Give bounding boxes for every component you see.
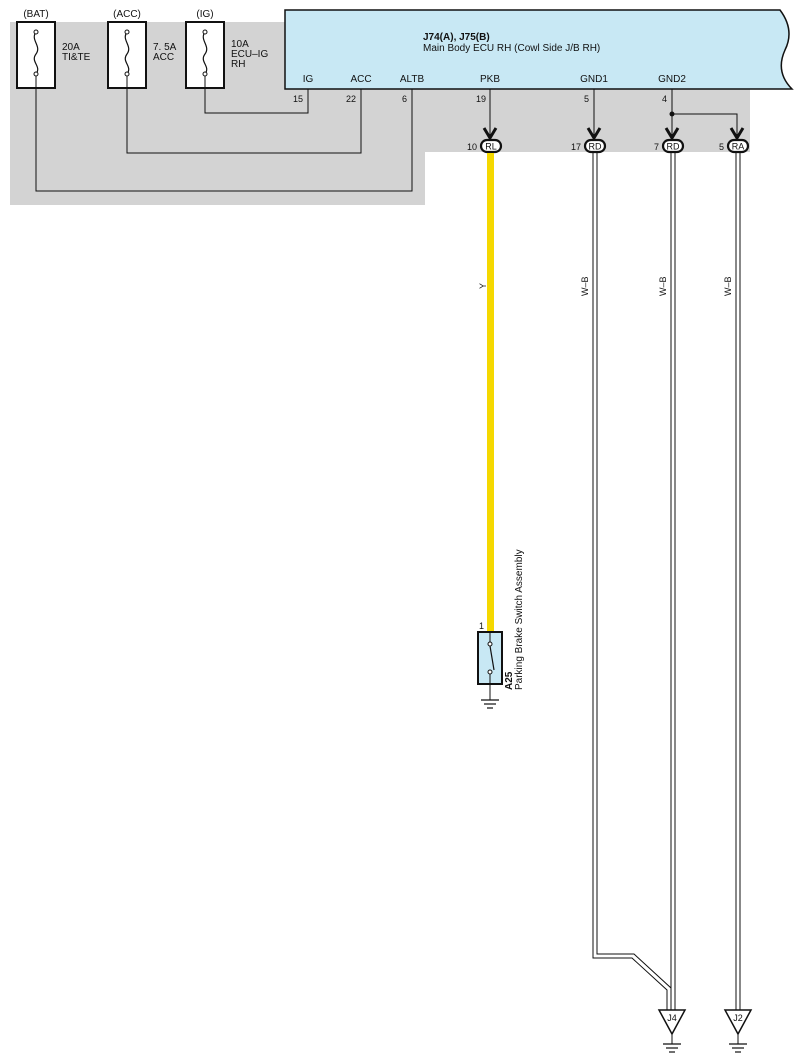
wire-pkb-yellow	[487, 153, 494, 631]
fuse-bat: (BAT) 20A TI&TE	[16, 9, 91, 89]
switch-name: Parking Brake Switch Assembly	[514, 549, 525, 690]
switch-pin: 1	[479, 621, 484, 631]
fuse-acc-source: (ACC)	[113, 9, 141, 20]
arrow-gnd2	[664, 127, 680, 141]
ground-j4-label: J4	[667, 1013, 677, 1023]
wire-ig	[204, 76, 309, 114]
ecu-connectors: J74(A), J75(B)	[423, 32, 490, 43]
pin-label-gnd1: GND1	[580, 74, 608, 85]
arrow-pkb	[482, 127, 498, 141]
fuse-ig-name-1: ECU–IG	[231, 49, 268, 60]
junction-ra-num: 5	[719, 142, 724, 152]
junction-rl: RL 10	[467, 138, 503, 154]
wire-gnd-a-color-code: W–B	[580, 276, 590, 296]
ecu-box	[284, 9, 794, 90]
wire-gnd2-branch	[672, 113, 738, 136]
pin-label-gnd2: GND2	[658, 74, 686, 85]
wire-gnd-b-color-code: W–B	[658, 276, 668, 296]
junction-ra-code: RA	[732, 142, 745, 152]
fuse-bat-source: (BAT)	[23, 9, 48, 20]
ground-j2-label: J2	[733, 1013, 743, 1023]
wire-pkb-color-code: Y	[478, 283, 488, 289]
splice-dot	[669, 111, 675, 117]
pin-num-altb: 6	[402, 94, 407, 104]
fuse-ig-symbol	[202, 31, 208, 75]
junction-rl-num: 10	[467, 142, 477, 152]
pin-num-gnd2: 4	[662, 94, 667, 104]
junction-rl-code: RL	[485, 142, 497, 152]
switch-code: A25	[504, 671, 515, 690]
wire-gnd-c	[735, 153, 741, 1010]
junction-ra: RA 5	[719, 138, 750, 154]
pin-label-ig: IG	[303, 74, 314, 85]
junction-rd2-code: RD	[667, 142, 680, 152]
junction-rd1-code: RD	[589, 142, 602, 152]
fuse-acc-name: ACC	[153, 52, 174, 63]
pin-label-altb: ALTB	[400, 74, 425, 85]
pin-num-pkb: 19	[476, 94, 486, 104]
fuse-acc-symbol	[124, 31, 130, 75]
fuse-bat-rating: 20A	[62, 42, 80, 53]
pin-label-acc: ACC	[350, 74, 371, 85]
pin-label-pkb: PKB	[480, 74, 500, 85]
ecu-name: Main Body ECU RH (Cowl Side J/B RH)	[423, 43, 600, 54]
parking-brake-switch: 1 A25 Parking Brake Switch Assembly	[477, 549, 525, 709]
wire-altb	[35, 76, 413, 192]
fuse-bat-symbol	[33, 31, 39, 75]
ground-j2-triangle	[723, 1009, 753, 1036]
junction-rd2-num: 7	[654, 142, 659, 152]
fuse-ig-name-2: RH	[231, 59, 245, 70]
fuse-ig-rating: 10A	[231, 39, 249, 50]
pin-num-gnd1: 5	[584, 94, 589, 104]
pin-num-acc: 22	[346, 94, 356, 104]
junction-rd2: RD 7	[654, 138, 685, 154]
fuse-ig-source: (IG)	[196, 9, 213, 20]
junction-rd1-num: 17	[571, 142, 581, 152]
arrow-gnd1	[586, 127, 602, 141]
junction-rd1: RD 17	[571, 138, 607, 154]
wire-acc	[126, 76, 362, 154]
pin-num-ig: 15	[293, 94, 303, 104]
wire-gnd-c-color-code: W–B	[723, 276, 733, 296]
wire-gnd-b	[670, 153, 676, 1010]
fuse-acc-rating: 7. 5A	[153, 42, 177, 53]
fuse-bat-name: TI&TE	[62, 52, 91, 63]
arrow-ra	[729, 127, 745, 141]
ground-j4: J4	[657, 1009, 687, 1053]
ground-j2: J2	[723, 1009, 753, 1053]
